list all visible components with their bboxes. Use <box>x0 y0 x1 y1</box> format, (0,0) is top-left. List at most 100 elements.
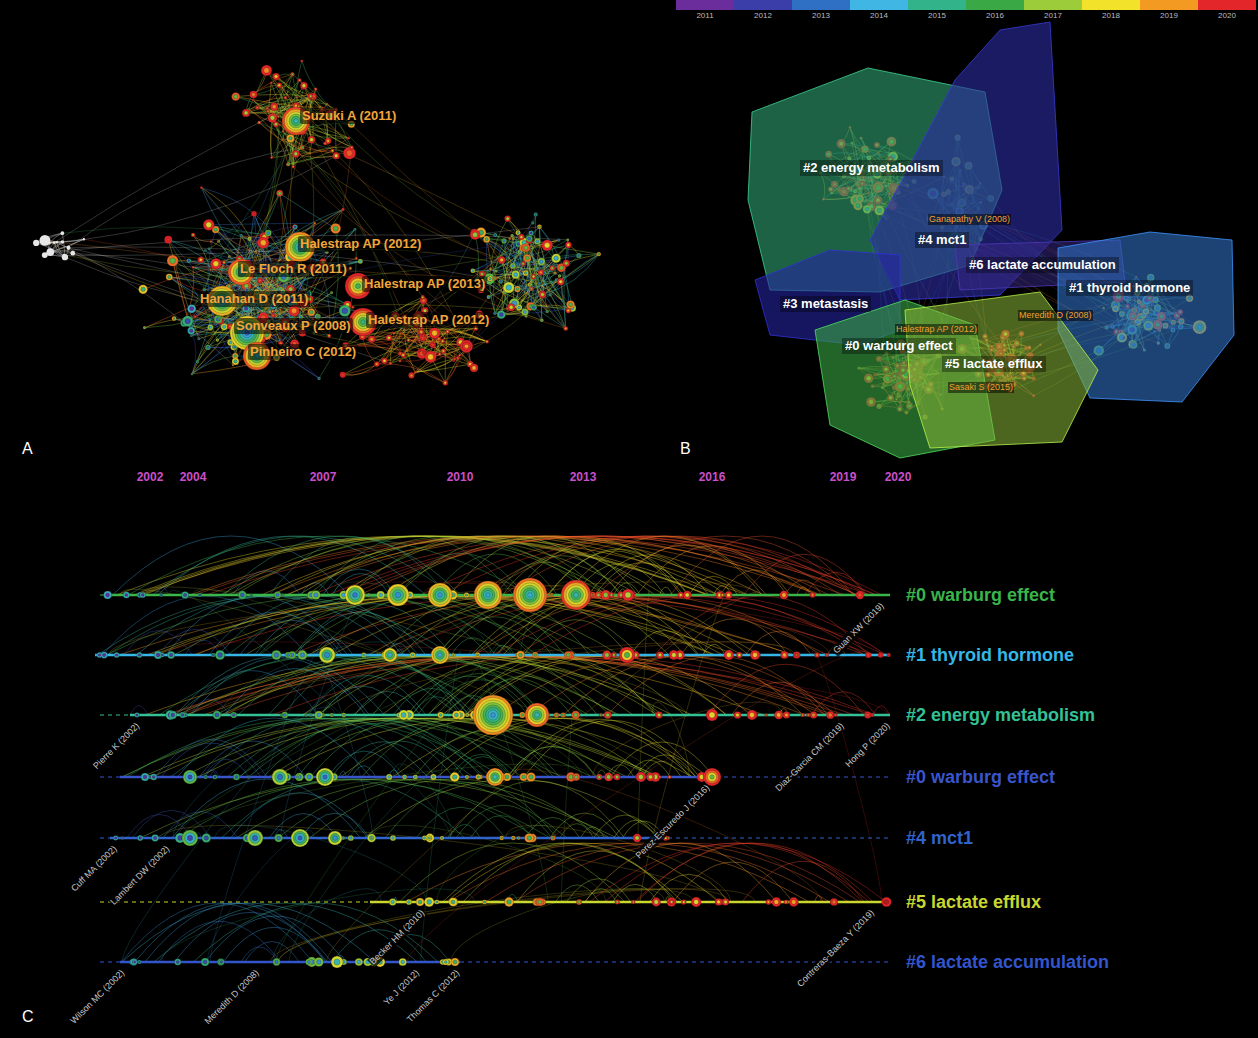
citation-ring <box>272 310 274 312</box>
citation-ring <box>472 270 474 272</box>
citation-ring <box>299 79 301 81</box>
citation-ring <box>292 166 294 168</box>
citation-ring <box>457 357 459 359</box>
citation-ring <box>562 300 563 301</box>
citation-ring <box>229 341 232 344</box>
citation-ring <box>439 353 441 355</box>
citation-dot <box>48 241 51 244</box>
citation-ring <box>434 341 435 342</box>
citation-ring <box>503 292 505 294</box>
citation-ring <box>494 313 496 315</box>
citation-ring <box>302 84 306 88</box>
citation-ring <box>232 364 233 365</box>
citation-dot <box>61 240 65 244</box>
citation-ring <box>518 306 521 309</box>
citation-dot <box>70 251 75 256</box>
citation-ring <box>248 238 250 240</box>
citation-ring <box>442 340 444 342</box>
citation-ring <box>141 287 146 292</box>
citation-ring <box>282 87 284 89</box>
citation-ring <box>267 110 269 112</box>
citation-ring <box>530 232 533 235</box>
citation-ring <box>271 157 272 158</box>
citation-ring <box>423 335 424 336</box>
citation-ring <box>532 222 534 224</box>
citation-ring <box>240 235 241 236</box>
citation-ring <box>407 339 409 341</box>
citation-ring <box>495 271 496 272</box>
citation-ring <box>402 354 405 357</box>
citation-ring <box>278 84 281 87</box>
citation-ring <box>234 95 238 99</box>
citation-ring <box>517 231 519 233</box>
citation-ring <box>490 268 492 270</box>
citation-ring <box>485 238 488 241</box>
citation-ring <box>444 381 447 384</box>
citation-ring <box>351 147 353 149</box>
citation-ring <box>349 267 351 269</box>
citation-ring <box>192 234 194 236</box>
citation-ring <box>538 226 540 228</box>
citation-ring <box>271 82 272 83</box>
citation-ring <box>261 234 262 235</box>
citation-ring <box>422 296 424 298</box>
citation-ring <box>442 350 445 353</box>
citation-ring <box>284 97 286 99</box>
citation-ring <box>342 209 344 211</box>
citation-ring <box>535 214 537 216</box>
citation-ring <box>315 88 317 90</box>
citation-ring <box>278 116 279 117</box>
citation-ring <box>301 146 303 148</box>
citation-dot <box>63 254 65 256</box>
citation-ring <box>564 261 568 265</box>
citation-ring <box>399 360 400 361</box>
citation-ring <box>264 68 269 73</box>
citation-ring <box>272 105 276 109</box>
citation-ring <box>275 123 278 126</box>
citation-ring <box>189 329 193 333</box>
citation-ring <box>509 305 513 309</box>
citation-ring <box>252 93 256 97</box>
citation-ring <box>506 217 509 220</box>
citation-dot <box>53 241 56 244</box>
citation-ring <box>218 317 220 319</box>
citation-ring <box>390 362 392 364</box>
citation-dot <box>56 241 58 243</box>
citation-ring <box>516 288 519 291</box>
citation-link <box>475 235 478 280</box>
citation-ring <box>199 258 202 261</box>
citation-ring <box>309 310 313 314</box>
citation-ring <box>207 346 210 349</box>
citation-ring <box>319 315 320 316</box>
citation-ring <box>459 355 460 356</box>
citation-ring <box>327 139 330 142</box>
citation-ring <box>494 277 496 279</box>
citation-ring <box>294 226 296 228</box>
citation-ring <box>356 258 357 259</box>
citation-ring <box>530 288 532 290</box>
citation-ring <box>537 277 538 278</box>
citation-ring <box>258 122 260 124</box>
citation-ring <box>144 327 145 328</box>
citation-ring <box>488 296 490 298</box>
citation-ring <box>191 335 192 336</box>
citation-ring <box>419 350 421 352</box>
citation-ring <box>314 222 316 224</box>
citation-ring <box>520 236 523 239</box>
citation-ring <box>342 308 348 314</box>
citation-dot <box>42 252 48 258</box>
citation-ring <box>567 243 570 246</box>
citation-ring <box>428 354 434 360</box>
citation-ring <box>420 330 423 333</box>
citation-ring <box>532 275 535 278</box>
citation-ring <box>529 283 531 285</box>
citation-ring <box>213 261 218 266</box>
citation-ring <box>514 273 518 277</box>
citation-ring <box>551 267 554 270</box>
citation-ring <box>511 235 513 237</box>
citation-ring <box>244 307 248 311</box>
citation-ring <box>201 187 202 188</box>
citation-dot <box>67 246 71 250</box>
citation-ring <box>423 352 425 354</box>
citation-ring <box>309 153 310 154</box>
